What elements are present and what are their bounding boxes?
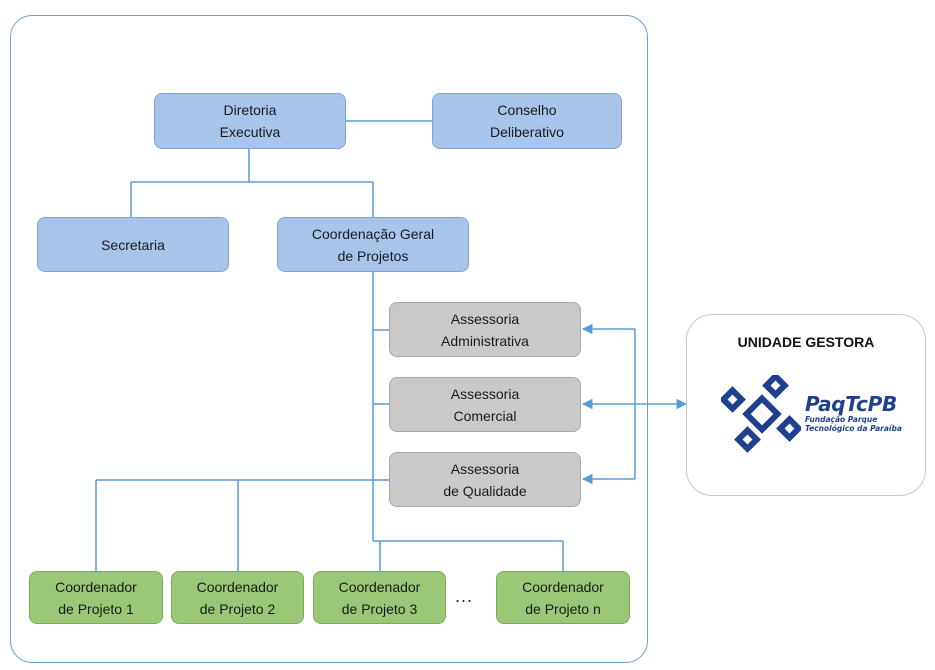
assessoria-2-line-2: Comercial [453, 407, 517, 424]
paqtcpb-logo-text: PaqTcPB Fundação Parque Tecnológico da P… [805, 393, 902, 433]
coordenador-projeto-3-box[interactable]: Coordenador de Projeto 3 [313, 571, 446, 624]
unidade-gestora-box[interactable]: UNIDADE GESTORA PaqTcPB Fundação Parque … [686, 314, 926, 496]
coordenador-2-line-2: de Projeto 2 [199, 600, 276, 617]
logo-subtitle-line-2: Tecnológico da Paraíba [805, 424, 902, 433]
logo-subtitle-line-1: Fundação Parque [805, 415, 878, 424]
more-coordenadores-ellipsis: ... [454, 586, 473, 606]
secretaria-box[interactable]: Secretaria [37, 217, 229, 272]
organization-frame [10, 15, 648, 663]
coordenador-1-line-1: Coordenador [55, 578, 137, 595]
coordenacao-line-2: de Projetos [337, 247, 409, 264]
coordenacao-line-1: Coordenação Geral [311, 225, 435, 242]
conselho-line-2: Deliberativo [490, 124, 564, 140]
coordenador-projeto-1-box[interactable]: Coordenador de Projeto 1 [29, 571, 163, 624]
paqtcpb-logo-icon [721, 375, 801, 453]
assessoria-1-line-1: Assessoria [450, 310, 520, 327]
coordenador-n-line-1: Coordenador [522, 578, 604, 595]
coordenacao-geral-box[interactable]: Coordenação Geral de Projetos [277, 217, 469, 272]
coordenador-1-line-2: de Projeto 1 [58, 600, 134, 617]
logo-name: PaqTcPB [805, 392, 897, 416]
assessoria-1-line-2: Administrativa [441, 332, 529, 349]
assessoria-3-line-1: Assessoria [450, 460, 520, 477]
conselho-line-1: Conselho [497, 102, 557, 118]
assessoria-3-line-2: de Qualidade [443, 482, 527, 499]
coordenador-n-line-2: de Projeto n [525, 600, 601, 617]
coordenador-projeto-n-box[interactable]: Coordenador de Projeto n [496, 571, 630, 624]
diretoria-line-2: Executiva [219, 124, 281, 140]
coordenador-3-line-2: de Projeto 3 [341, 600, 418, 617]
diretoria-line-1: Diretoria [223, 102, 277, 118]
coordenador-3-line-1: Coordenador [338, 578, 421, 595]
coordenador-projeto-2-box[interactable]: Coordenador de Projeto 2 [171, 571, 304, 624]
unidade-gestora-title: UNIDADE GESTORA [737, 334, 875, 350]
assessoria-qualidade-box[interactable]: Assessoria de Qualidade [389, 452, 581, 507]
assessoria-2-line-1: Assessoria [450, 385, 520, 402]
coordenador-2-line-1: Coordenador [196, 578, 279, 595]
secretaria-label: Secretaria [101, 236, 165, 253]
